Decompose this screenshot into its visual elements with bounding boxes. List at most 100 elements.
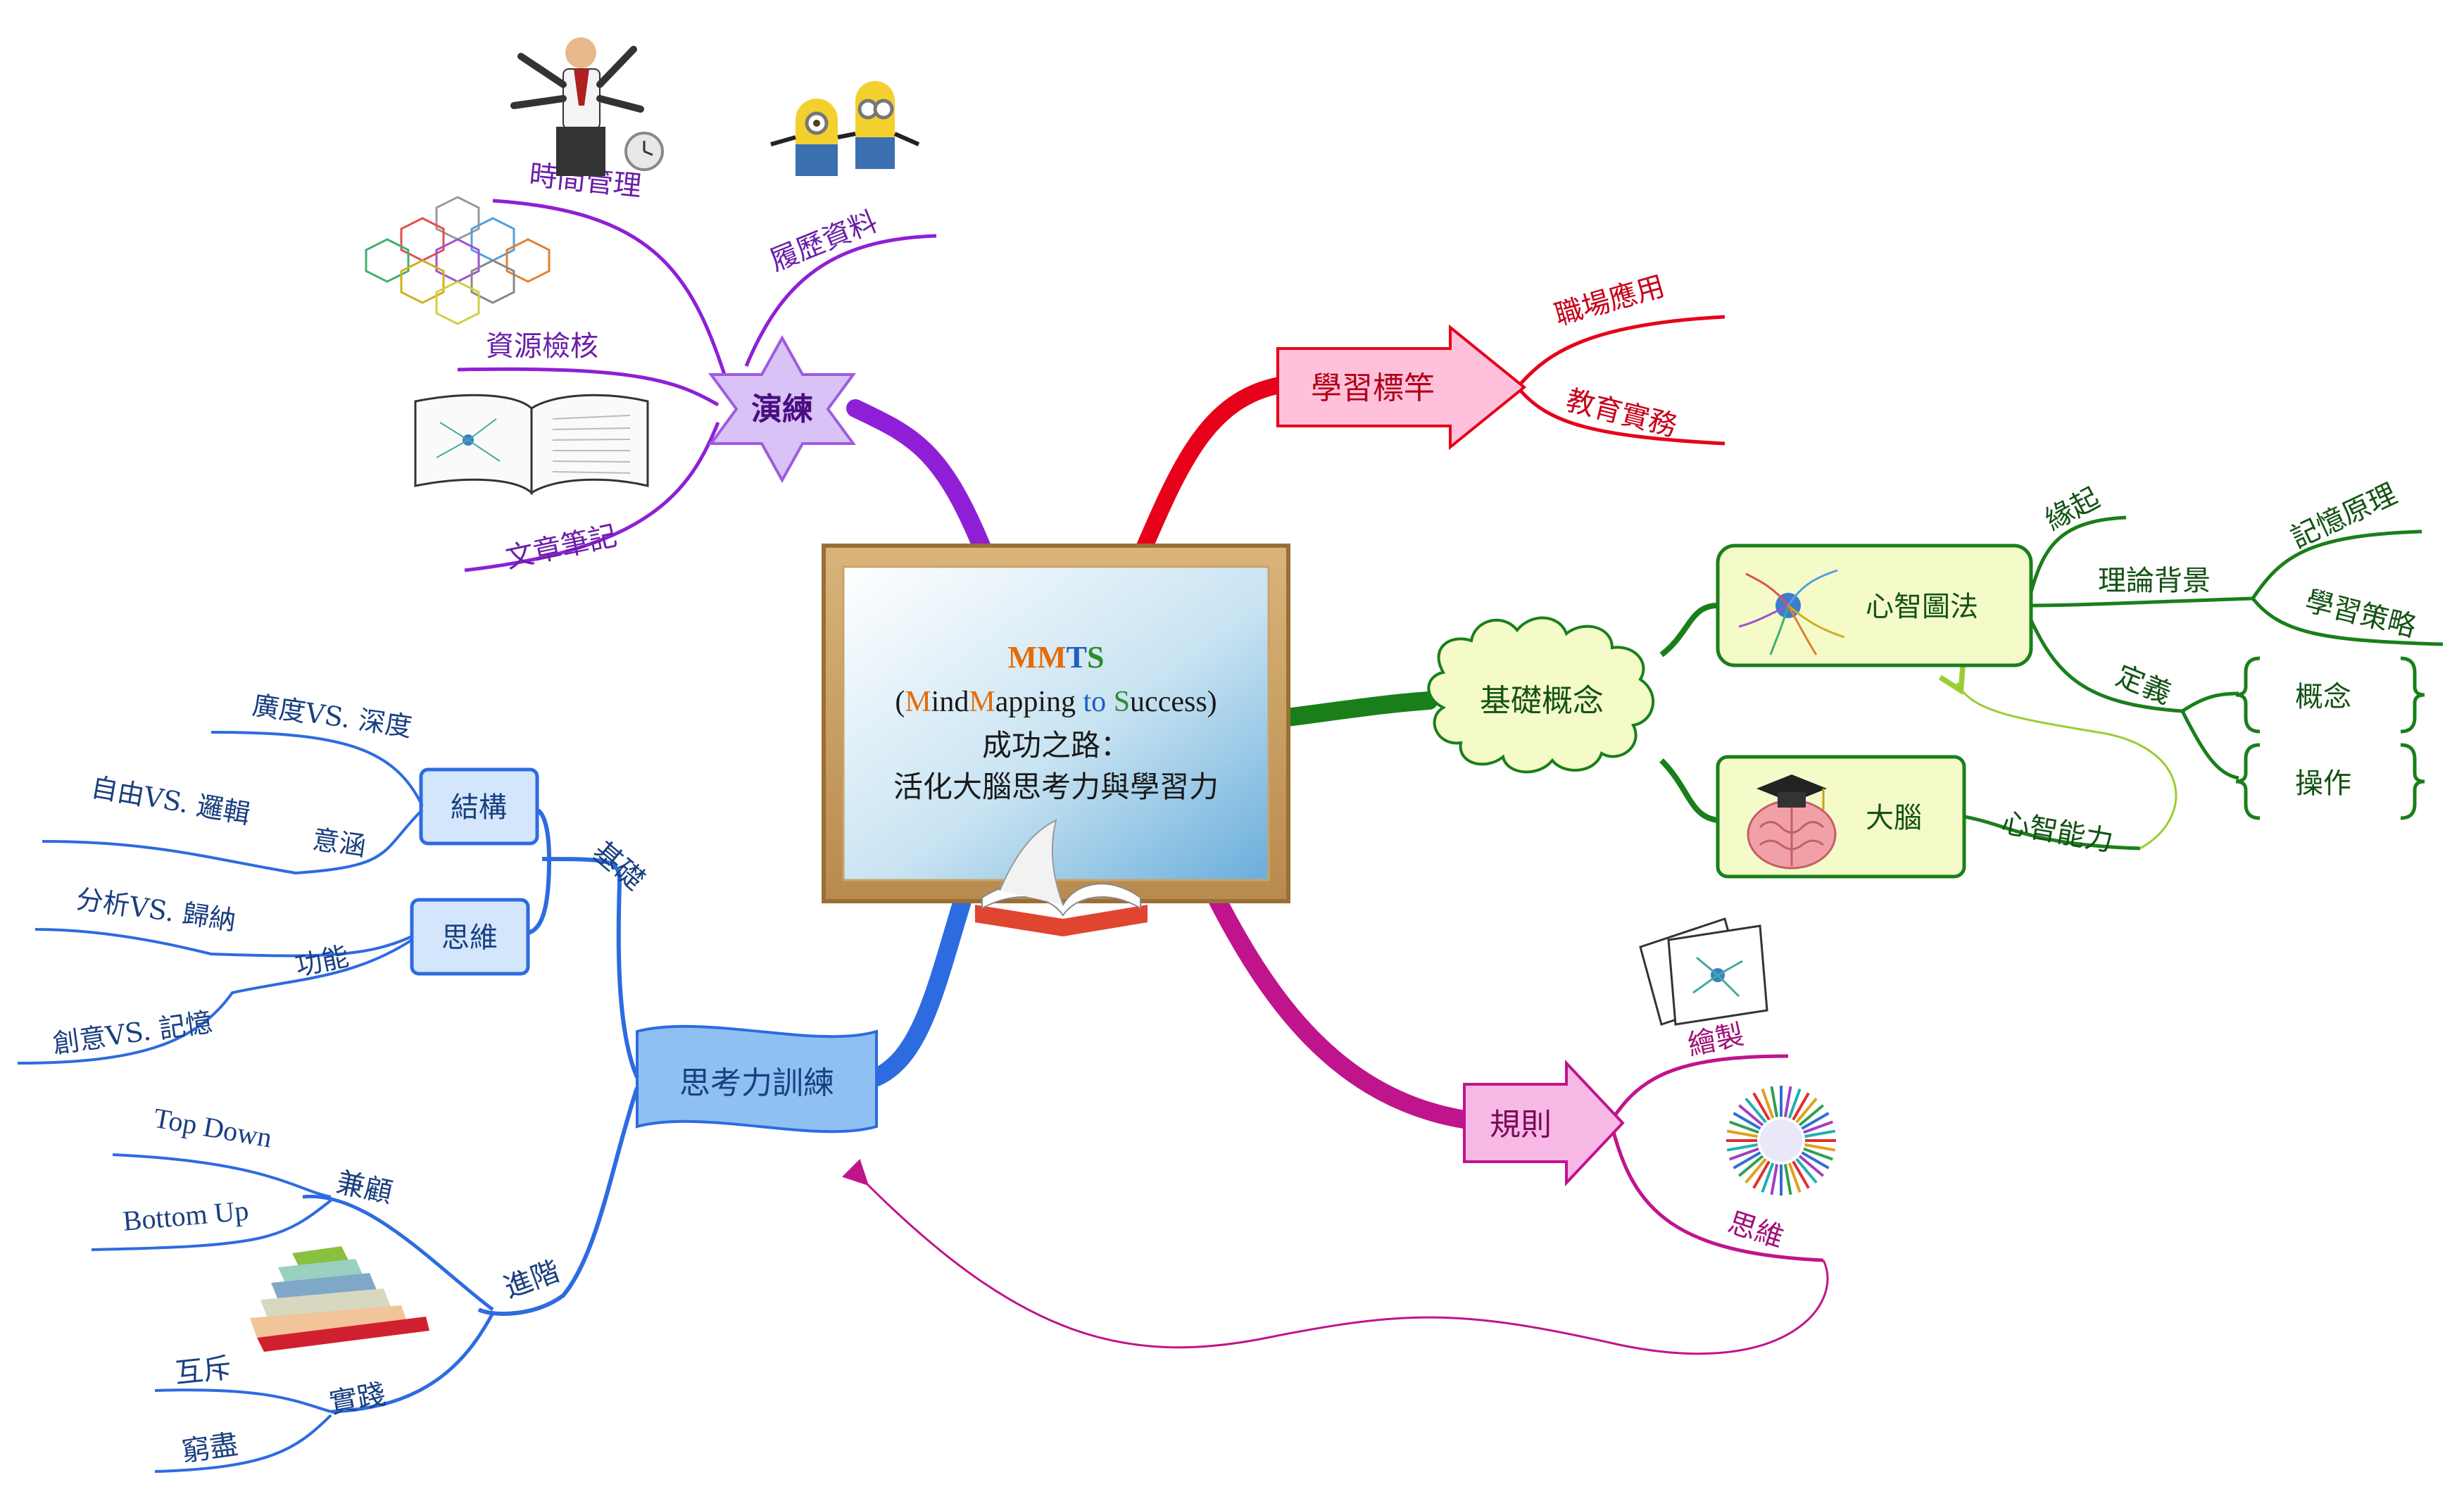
burst-ray	[1787, 1088, 1802, 1119]
center-line2-part: uccess	[1130, 686, 1207, 718]
center-line1-letter: S	[1087, 640, 1104, 674]
siwei-topdown: Top Down	[151, 1102, 275, 1154]
branch-siwei: 思考力訓練 基礎 結構 思維 廣度VS. 深度 自由VS. 邏輯 意涵 分析VS…	[17, 689, 878, 1473]
xinzhi-label: 心智圖法	[1866, 591, 1978, 623]
burst-ray	[1733, 1151, 1761, 1169]
center-line2-part	[1106, 686, 1114, 718]
mindmap-thumbnail-icon	[1738, 569, 1845, 655]
burst-ray	[1729, 1147, 1759, 1161]
siwei-flag-node[interactable]	[636, 1024, 878, 1134]
burst-ray	[1803, 1147, 1833, 1161]
center-line2-part: M	[969, 686, 995, 718]
center-line1-letter: M	[1008, 640, 1038, 674]
jichu-cloud-node[interactable]	[1427, 616, 1654, 774]
siwei-label: 思考力訓練	[679, 1065, 834, 1101]
branch-yanlian-trunk	[846, 399, 995, 565]
burst-ray	[1745, 1157, 1767, 1184]
guize-label: 規則	[1490, 1107, 1552, 1143]
burst-ray	[1745, 1097, 1767, 1124]
guize-sub-draw: 繪製	[1685, 1018, 1747, 1062]
center-line2: (MindMapping to Success)	[895, 686, 1217, 718]
burst-ray	[1801, 1151, 1830, 1169]
branch-xuexi: 學習標竿 職場應用 教育實務	[1276, 270, 1726, 451]
burst-ray	[1770, 1086, 1779, 1117]
burst-ray	[1726, 1129, 1758, 1138]
jichu-sub-jiyi: 記憶原理	[2286, 478, 2401, 555]
center-line2-part: to	[1083, 686, 1107, 718]
burst-ray	[1761, 1162, 1775, 1193]
jiegou-box[interactable]	[419, 767, 539, 846]
siwei-sub-jinjie: 進階	[500, 1255, 564, 1305]
burst-ray	[1792, 1092, 1810, 1121]
siwei-fenxi: 分析VS. 歸納	[75, 883, 238, 936]
branch-guize-trunk	[1202, 878, 1473, 1129]
radial-burst-icon	[1726, 1086, 1836, 1196]
branch-xuexi-trunk	[1132, 375, 1297, 565]
siwei-sub-box-label: 思維	[441, 922, 498, 954]
pyramid-icon	[250, 1246, 429, 1352]
center-line2-part: M	[905, 686, 931, 718]
jiegou-label: 結構	[451, 791, 507, 824]
jichu-sub-gainian: 概念	[2295, 681, 2351, 713]
burst-ray	[1783, 1086, 1792, 1117]
siwei-bottomup: Bottom Up	[122, 1194, 250, 1236]
burst-ray	[1803, 1120, 1833, 1134]
burst-ray	[1792, 1160, 1810, 1189]
center-line1: MMTS	[1008, 640, 1105, 674]
burst-ray	[1798, 1104, 1825, 1127]
siwei-shijian: 實踐	[327, 1379, 388, 1420]
xuexi-label: 學習標竿	[1311, 370, 1435, 406]
burst-ray	[1726, 1143, 1758, 1152]
center-line3: 成功之路：	[982, 728, 1130, 763]
brain-graduation-icon	[1747, 774, 1837, 870]
danao-label: 大腦	[1866, 802, 1922, 834]
siwei-yihan: 意涵	[310, 824, 367, 862]
center-line2-part: S	[1114, 686, 1130, 718]
xinzhi-box[interactable]	[1716, 544, 2033, 667]
burst-ray	[1798, 1155, 1825, 1177]
center-book-icon	[975, 819, 1148, 936]
guize-arrow-node[interactable]	[1463, 1059, 1625, 1187]
center-line2-part: apping	[995, 686, 1083, 718]
xuexi-arrow-node[interactable]	[1276, 324, 1527, 451]
center-line2-part: (	[895, 686, 905, 718]
yanlian-sub-article: 文章筆記	[503, 520, 620, 575]
branch-jichu-trunk	[1272, 691, 1438, 727]
burst-ray	[1761, 1088, 1775, 1119]
burst-ray	[1770, 1164, 1779, 1196]
branch-guize: 規則 繪製 思維	[842, 917, 1836, 1355]
burst-ray	[1795, 1157, 1818, 1184]
center-line4: 活化大腦思考力與學習力	[893, 770, 1219, 804]
branch-siwei-trunk	[867, 885, 974, 1086]
yanlian-star-node[interactable]	[708, 334, 856, 484]
siwei-chuangyi: 創意VS. 記憶	[51, 1006, 214, 1059]
jichu-sub-nengli: 心智能力	[1999, 807, 2116, 858]
siwei-gongneng: 功能	[293, 941, 352, 982]
yanlian-label: 演練	[751, 391, 813, 427]
burst-ray	[1737, 1104, 1764, 1127]
burst-ray	[1737, 1155, 1764, 1177]
center-line2-part: )	[1207, 686, 1217, 718]
open-book-icon	[414, 394, 649, 496]
siwei-huchi: 互斥	[173, 1352, 232, 1390]
branch-yanlian: 演練 時間管理 履歷資料 資源檢核 文章筆記	[457, 159, 937, 575]
burst-ray	[1795, 1097, 1818, 1124]
burst-ray	[1787, 1162, 1802, 1193]
mindmap-papers-icon	[1639, 917, 1768, 1026]
hexagon-network-icon	[365, 196, 551, 325]
center-board: MMTS (MindMapping to Success) 成功之路： 活化大腦…	[822, 544, 1290, 936]
burst-ray	[1801, 1112, 1830, 1130]
branch-jichu: 基礎概念 心智圖法 大腦 緣起 理	[1427, 478, 2444, 879]
minions-icon	[770, 81, 920, 176]
center-line1-letter: M	[1037, 640, 1067, 674]
center-line1-letter: T	[1067, 640, 1087, 674]
center-line2-part: ind	[931, 686, 969, 718]
burst-ray	[1752, 1092, 1771, 1121]
burst-ray	[1729, 1120, 1759, 1134]
siwei-ziyou: 自由VS. 邏輯	[89, 772, 252, 830]
burst-ray	[1804, 1143, 1836, 1152]
burst-ray	[1733, 1112, 1761, 1130]
jichu-label: 基礎概念	[1480, 683, 1604, 719]
jichu-sub-caozuo: 操作	[2295, 767, 2351, 800]
